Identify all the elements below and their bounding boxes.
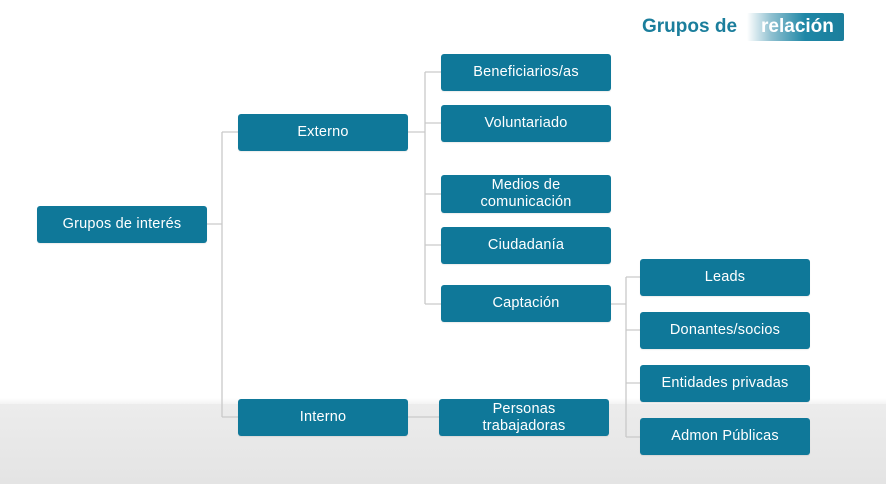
node-label: Beneficiarios/as — [473, 64, 579, 80]
node-label: Entidades privadas — [661, 375, 789, 391]
node-beneficiarios: Beneficiarios/as — [441, 54, 611, 91]
node-externo: Externo — [238, 114, 408, 151]
connector-root — [207, 131, 238, 418]
node-voluntariado: Voluntariado — [441, 105, 611, 142]
page-title: Grupos de relación — [642, 13, 844, 41]
node-grupos-de-interes: Grupos de interés — [37, 206, 207, 243]
node-label-line-1: Medios de — [491, 177, 561, 193]
node-label: Externo — [297, 124, 349, 140]
node-captacion: Captación — [441, 285, 611, 322]
node-label-line-2: comunicación — [480, 194, 572, 210]
node-label: Interno — [299, 409, 347, 425]
node-label: Voluntariado — [484, 115, 568, 131]
node-label: Admon Públicas — [671, 428, 779, 444]
node-label-line-1: Personas — [492, 400, 556, 417]
node-label: Leads — [704, 269, 746, 285]
node-label: Donantes/socios — [669, 322, 781, 338]
node-donantes-socios: Donantes/socios — [640, 312, 810, 349]
node-leads: Leads — [640, 259, 810, 296]
node-admon-publicas: Admon Públicas — [640, 418, 810, 455]
node-label: Grupos de interés — [62, 216, 182, 232]
connector-externo — [408, 71, 441, 305]
node-label: Ciudadanía — [487, 237, 565, 253]
node-interno: Interno — [238, 399, 408, 436]
node-entidades-privadas: Entidades privadas — [640, 365, 810, 402]
connector-captacion — [611, 276, 640, 438]
title-part-1: Grupos de — [642, 16, 738, 37]
node-label-line-2: trabajadoras — [482, 417, 566, 434]
title-part-2-highlight: relación — [747, 13, 844, 41]
node-personas-trabajadoras: Personas trabajadoras — [439, 399, 609, 436]
node-ciudadania: Ciudadanía — [441, 227, 611, 264]
node-medios-de-comunicacion: Medios de comunicación — [441, 175, 611, 213]
node-label: Captación — [492, 295, 560, 311]
